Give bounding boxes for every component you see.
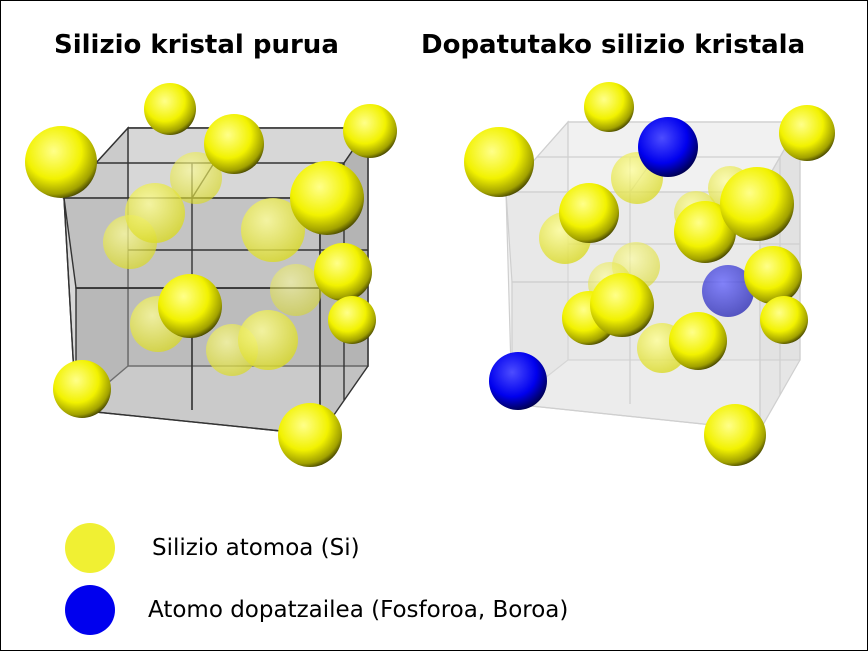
- legend-silicon-label: Silizio atomoa (Si): [152, 535, 360, 561]
- silicon-atom: [559, 183, 619, 243]
- pure-crystal: [25, 83, 397, 467]
- legend: [65, 523, 115, 635]
- silicon-atom: [674, 201, 736, 263]
- doped-crystal: [464, 82, 835, 466]
- silicon-atom: [170, 152, 222, 204]
- silicon-atom: [464, 127, 534, 197]
- silicon-atom: [669, 312, 727, 370]
- silicon-atom: [290, 161, 364, 235]
- legend-dopant-label: Atomo dopatzailea (Fosforoa, Boroa): [148, 597, 569, 623]
- dopant-atom: [702, 265, 754, 317]
- silicon-atom: [53, 360, 111, 418]
- doped-crystal-title: Dopatutako silizio kristala: [421, 30, 806, 60]
- dopant-atom: [489, 352, 547, 410]
- silicon-atom: [760, 296, 808, 344]
- silicon-atom: [125, 183, 185, 243]
- dopant-atom: [638, 117, 698, 177]
- silicon-atom: [343, 104, 397, 158]
- pure-crystal-title: Silizio kristal purua: [54, 30, 339, 60]
- silicon-atom: [158, 274, 222, 338]
- silicon-atom: [241, 198, 305, 262]
- silicon-atom: [314, 243, 372, 301]
- legend-dopant-swatch: [65, 585, 115, 635]
- silicon-atom: [25, 126, 97, 198]
- silicon-atom: [144, 83, 196, 135]
- silicon-atom: [720, 167, 794, 241]
- silicon-atom: [270, 264, 322, 316]
- silicon-atom: [704, 404, 766, 466]
- silicon-atom: [744, 246, 802, 304]
- legend-silicon-swatch: [65, 523, 115, 573]
- silicon-atom: [590, 273, 654, 337]
- silicon-atom: [278, 403, 342, 467]
- silicon-atom: [328, 296, 376, 344]
- silicon-atom: [238, 310, 298, 370]
- silicon-atom: [584, 82, 634, 132]
- silicon-atom: [204, 114, 264, 174]
- silicon-atom: [779, 105, 835, 161]
